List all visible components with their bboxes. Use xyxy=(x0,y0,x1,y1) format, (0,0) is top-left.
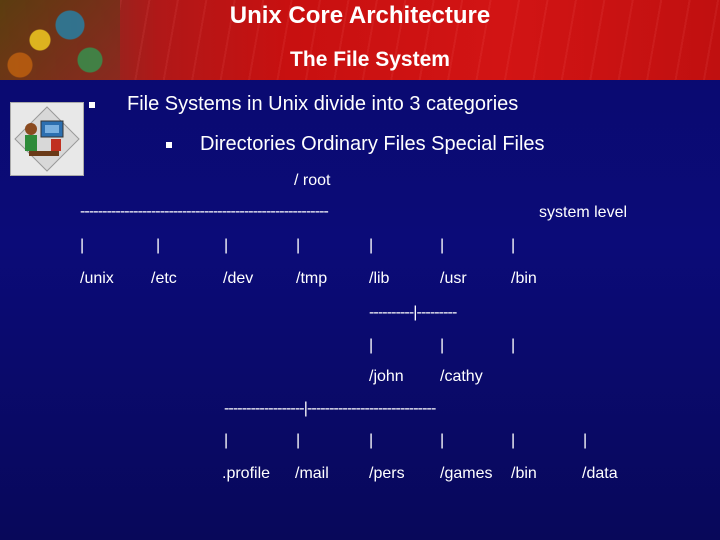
dir-bin: /bin xyxy=(511,270,537,287)
file-profile: .profile xyxy=(222,465,271,482)
dir-usr: /usr xyxy=(440,270,467,287)
bullet-icon xyxy=(166,142,172,148)
john-branch-line: ------------------|---------------------… xyxy=(224,400,436,417)
usr-branch-line: ----------|--------- xyxy=(369,304,457,321)
tree-pipe: | xyxy=(440,432,445,449)
tree-pipe: | xyxy=(369,337,374,354)
dir-mail: /mail xyxy=(295,465,329,482)
tree-pipe: | xyxy=(296,432,301,449)
tree-pipe: | xyxy=(369,432,374,449)
dir-pers: /pers xyxy=(369,465,405,482)
dir-john: /john xyxy=(369,368,404,385)
tree-pipe: | xyxy=(440,237,445,254)
dir-etc: /etc xyxy=(151,270,177,287)
dir-games: /games xyxy=(440,465,493,482)
bullet-icon xyxy=(89,102,95,108)
banner-lines xyxy=(120,0,720,80)
dir-tmp: /tmp xyxy=(296,270,328,287)
system-level-label: system level xyxy=(539,204,628,221)
tree-pipe: | xyxy=(224,237,229,254)
dir-unix: /unix xyxy=(80,270,114,287)
dir-cathy: /cathy xyxy=(440,368,483,385)
dir-data: /data xyxy=(582,465,618,482)
tree-pipe: | xyxy=(296,237,301,254)
tree-top-line: ----------------------------------------… xyxy=(80,203,329,220)
tree-pipe: | xyxy=(440,337,445,354)
tree-pipe: | xyxy=(583,432,588,449)
tree-pipe: | xyxy=(80,237,85,254)
tree-pipe: | xyxy=(224,432,229,449)
title-banner: Unix Core Architecture The File System xyxy=(0,0,720,80)
slide-title: Unix Core Architecture xyxy=(229,2,491,29)
tree-pipe: | xyxy=(369,237,374,254)
dir-bin-john: /bin xyxy=(511,465,537,482)
slide-subtitle: The File System xyxy=(290,48,450,71)
computer-user-logo xyxy=(10,102,84,176)
tree-root: / root xyxy=(294,172,331,189)
banner-decoration xyxy=(0,0,120,80)
dir-dev: /dev xyxy=(223,270,254,287)
bullet-text-categories: File Systems in Unix divide into 3 categ… xyxy=(127,93,519,115)
tree-pipe: | xyxy=(511,337,516,354)
dir-lib: /lib xyxy=(369,270,390,287)
tree-pipe: | xyxy=(511,432,516,449)
bullet-text-file-types: Directories Ordinary Files Special Files xyxy=(200,133,545,155)
tree-pipe: | xyxy=(511,237,516,254)
tree-pipe: | xyxy=(156,237,161,254)
